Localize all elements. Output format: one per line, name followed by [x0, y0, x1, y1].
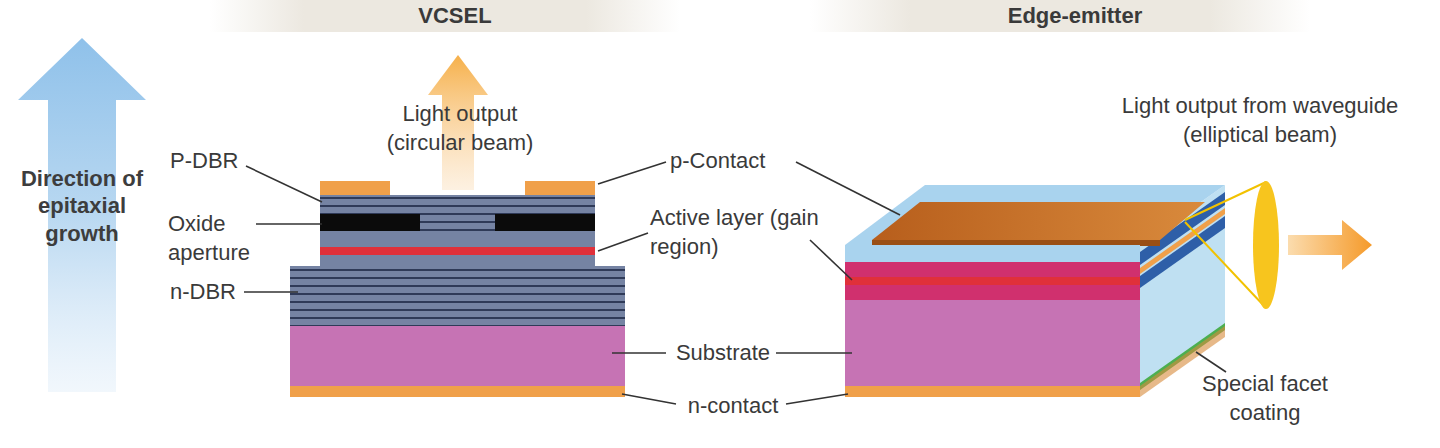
- layer-label: n-DBR: [170, 278, 250, 307]
- layer-label: Substrate: [668, 339, 778, 368]
- axis-caption: Direction of epitaxial growth: [20, 165, 144, 248]
- layer-label: Active layer (gain region): [650, 204, 820, 261]
- output-label: Light output from waveguide (elliptical …: [1100, 92, 1420, 149]
- header-band: Edge-emitter: [910, 0, 1240, 32]
- layer-label: Oxide aperture: [168, 210, 290, 267]
- layer-label: P-DBR: [170, 147, 250, 176]
- growth-arrow: Direction of epitaxial growth: [20, 158, 144, 254]
- contact-label: n-contact: [678, 392, 788, 421]
- output-label: Light output (circular beam): [372, 100, 548, 157]
- header-band: VCSEL: [300, 0, 610, 32]
- section-heading: Edge-emitter: [1008, 2, 1142, 30]
- section-heading: VCSEL: [418, 2, 491, 30]
- coating-label: Special facet coating: [1180, 370, 1350, 427]
- contact-label: p-Contact: [670, 147, 796, 176]
